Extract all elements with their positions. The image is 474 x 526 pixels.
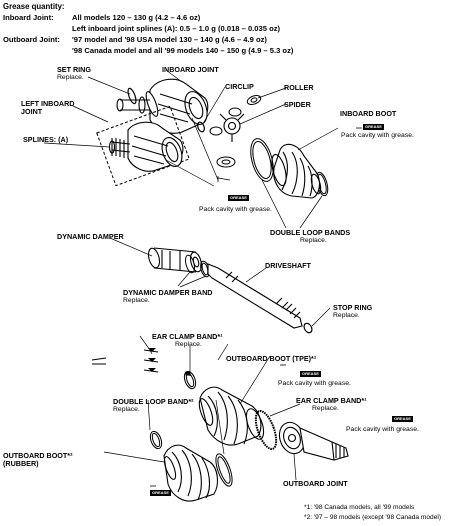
outboard-grease-98canada-99: '98 Canada model and all '99 models 140 … bbox=[72, 46, 294, 55]
left-inboard-joint-box bbox=[96, 105, 190, 187]
label-outboard-boot-rubber-line1: OUTBOARD BOOT*² bbox=[3, 451, 73, 460]
outboard-joint bbox=[278, 421, 349, 461]
label-inboard-joint: INBOARD JOINT bbox=[162, 65, 219, 74]
note-pack-grease-inboard-boot: Pack cavity with grease. bbox=[341, 132, 414, 139]
rollers bbox=[209, 95, 262, 168]
double-loop-band-outboard bbox=[149, 430, 233, 487]
stop-ring bbox=[303, 322, 313, 334]
grease-title: Grease quantity: bbox=[3, 2, 65, 11]
label-outboard-boot-rubber-line2: (RUBBER) bbox=[3, 459, 39, 468]
inboard-joint-heading: Inboard Joint: bbox=[3, 13, 54, 22]
label-dynamic-damper-band: DYNAMIC DAMPER BAND bbox=[123, 288, 213, 297]
label-splines-a: SPLINES: (A) bbox=[23, 135, 69, 144]
label-dynamic-damper: DYNAMIC DAMPER bbox=[57, 232, 124, 241]
label-ear-clamp-band-1: EAR CLAMP BAND*¹ bbox=[152, 332, 223, 341]
label-dynamic-damper-band-replace: Replace. bbox=[123, 297, 150, 304]
label-stop-ring: STOP RING bbox=[333, 303, 373, 312]
ear-clamp-band-small bbox=[183, 370, 197, 390]
label-set-ring-replace: Replace. bbox=[57, 74, 84, 81]
label-ear-clamp-band-1-replace: Replace. bbox=[175, 341, 202, 348]
footnote-1: *1: '98 Canada models, all '99 models bbox=[304, 504, 415, 511]
arrowheads bbox=[148, 348, 156, 372]
note-pack-grease-inboard-joint: Pack cavity with grease. bbox=[199, 206, 272, 213]
grease-tube-tag-2: GREASE bbox=[228, 195, 249, 201]
driveshaft bbox=[207, 263, 303, 329]
label-double-loop-bands: DOUBLE LOOP BANDS bbox=[270, 228, 351, 237]
label-double-loop-band-2: DOUBLE LOOP BAND*² bbox=[113, 397, 194, 406]
label-left-inboard-joint-line1: LEFT INBOARD bbox=[21, 99, 75, 108]
grease-tube-tag-3: GREASE bbox=[300, 371, 321, 377]
note-pack-grease-outboard-boot: Pack cavity with grease. bbox=[278, 380, 351, 387]
leader-lines bbox=[43, 69, 339, 481]
label-outboard-joint: OUTBOARD JOINT bbox=[283, 479, 348, 488]
set-ring bbox=[127, 87, 137, 105]
grease-tube-tag-1: GREASE bbox=[363, 124, 384, 130]
outboard-boot-rubber bbox=[163, 444, 219, 502]
label-roller: ROLLER bbox=[284, 83, 314, 92]
dynamic-damper bbox=[147, 247, 203, 273]
grease-tube-tag-4: GREASE bbox=[392, 416, 413, 422]
label-inboard-boot: INBOARD BOOT bbox=[340, 109, 397, 118]
feed-arrows bbox=[91, 349, 159, 373]
spider bbox=[219, 113, 245, 142]
label-ear-clamp-band-2-replace: Replace. bbox=[312, 405, 339, 412]
label-double-loop-bands-replace: Replace. bbox=[300, 237, 327, 244]
left-inboard-joint-housing bbox=[108, 121, 184, 172]
grease-tube-icons bbox=[150, 127, 362, 487]
inboard-boot bbox=[271, 143, 322, 199]
grease-tube-tag-5: GREASE bbox=[150, 490, 171, 496]
outboard-grease-97-98usa: '97 model and '98 USA model 130 – 140 g … bbox=[72, 35, 267, 44]
circlip bbox=[197, 121, 205, 133]
label-left-inboard-joint-line2: JOINT bbox=[21, 107, 43, 116]
label-stop-ring-replace: Replace. bbox=[333, 312, 360, 319]
label-driveshaft: DRIVESHAFT bbox=[265, 261, 311, 270]
inboard-joint-housing bbox=[116, 78, 209, 134]
outboard-boot-tpe bbox=[198, 386, 265, 446]
label-set-ring: SET RING bbox=[57, 65, 91, 74]
label-outboard-boot-tpe: OUTBOARD BOOT (TPE)*¹ bbox=[226, 354, 317, 363]
note-pack-grease-outboard-joint: Pack cavity with grease. bbox=[346, 426, 419, 433]
outboard-joint-heading: Outboard Joint: bbox=[3, 35, 60, 44]
footnote-2: *2: '97 – 98 models (except '98 Canada m… bbox=[304, 514, 442, 521]
inboard-grease-left-splines: Left inboard joint splines (A): 0.5 – 1.… bbox=[72, 24, 281, 33]
inboard-grease-all-models: All models 120 – 130 g (4.2 – 4.6 oz) bbox=[72, 13, 201, 22]
label-circlip: CIRCLIP bbox=[225, 82, 254, 91]
label-spider: SPIDER bbox=[284, 100, 311, 109]
label-ear-clamp-band-2: EAR CLAMP BAND*¹ bbox=[296, 396, 367, 405]
label-double-loop-band-2-replace: Replace. bbox=[113, 406, 140, 413]
ear-clamp-band-large bbox=[254, 410, 278, 450]
